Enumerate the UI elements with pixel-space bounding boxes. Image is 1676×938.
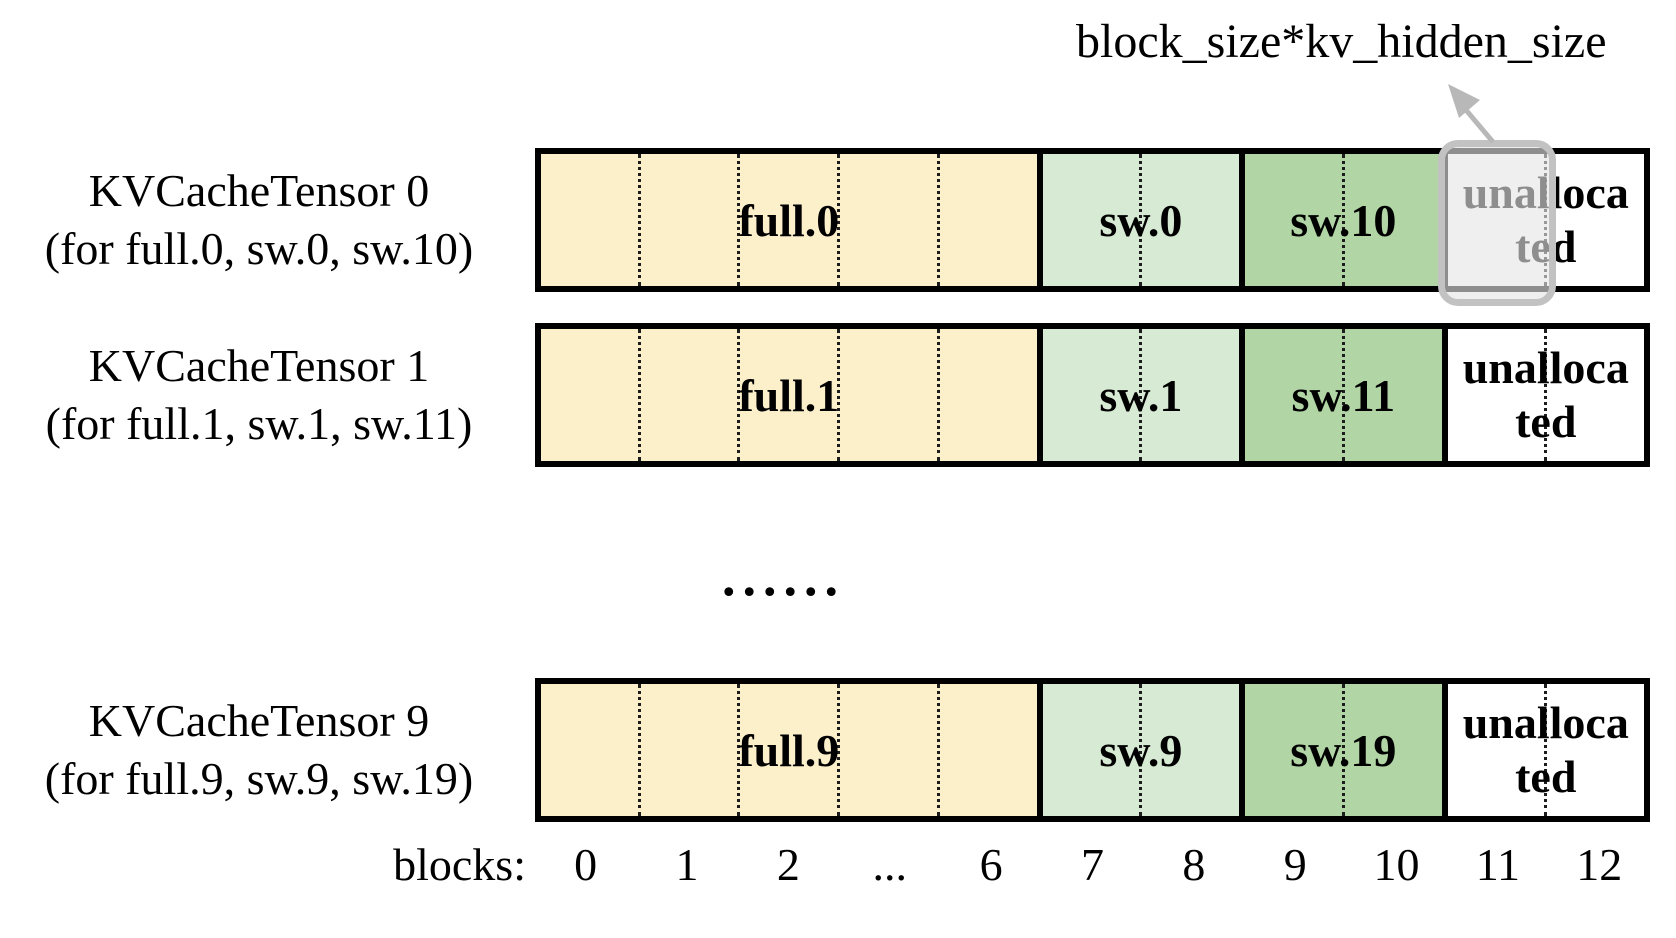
tensor-name: KVCacheTensor 0 — [88, 165, 430, 217]
axis-tick: 1 — [675, 839, 699, 890]
axis-tick: 10 — [1373, 839, 1420, 890]
block-cell — [637, 154, 738, 286]
block-cell — [637, 684, 738, 816]
block-cell — [936, 154, 1037, 286]
rows-ellipsis: ...... — [722, 547, 845, 607]
block-cell — [1544, 329, 1644, 461]
block-cell — [936, 329, 1037, 461]
kv-cache-bar-0: full.0sw.0sw.10unallocated — [535, 140, 1650, 306]
block-cell — [637, 329, 738, 461]
axis-tick: ... — [872, 839, 908, 890]
tensor-row-label: KVCacheTensor 1 (for full.1, sw.1, sw.11… — [18, 337, 500, 453]
segment-sw.11: sw.11 — [1239, 329, 1442, 461]
block-cell — [1245, 329, 1342, 461]
tensor-row-9: KVCacheTensor 9 (for full.9, sw.9, sw.19… — [0, 678, 1676, 822]
block-cell — [1139, 329, 1239, 461]
tensor-name: KVCacheTensor 1 — [88, 340, 430, 392]
block-cell — [1448, 684, 1545, 816]
block-cell — [837, 329, 937, 461]
block-cell — [737, 329, 837, 461]
highlight-box — [1438, 140, 1556, 306]
axis-tick: 6 — [979, 839, 1003, 890]
block-cell — [837, 154, 937, 286]
block-cell — [1245, 684, 1342, 816]
block-cell — [1341, 684, 1442, 816]
block-cell — [737, 684, 837, 816]
block-cell — [1043, 684, 1140, 816]
tensor-row-label: KVCacheTensor 0 (for full.0, sw.0, sw.10… — [18, 162, 500, 278]
block-cell — [1448, 329, 1545, 461]
block-size-annotation: block_size*kv_hidden_size — [1076, 15, 1607, 68]
tensor-row-1: KVCacheTensor 1 (for full.1, sw.1, sw.11… — [0, 323, 1676, 467]
block-cell — [1544, 154, 1644, 286]
segment-sw.9: sw.9 — [1036, 684, 1240, 816]
block-cell — [1043, 329, 1140, 461]
axis-tick: 9 — [1283, 839, 1307, 890]
segment-full.1: full.1 — [541, 329, 1037, 461]
axis-tick: 2 — [776, 839, 800, 890]
block-cell — [541, 684, 638, 816]
segment-sw.1: sw.1 — [1036, 329, 1240, 461]
axis-tick: 0 — [574, 839, 598, 890]
axis-tick: 11 — [1475, 839, 1521, 890]
block-cell — [1341, 154, 1442, 286]
segment-unallocated: unallocated — [1441, 329, 1644, 461]
segment-sw.19: sw.19 — [1239, 684, 1442, 816]
block-cell — [1544, 684, 1644, 816]
block-cell — [1139, 684, 1239, 816]
tensor-contents: (for full.1, sw.1, sw.11) — [45, 398, 473, 449]
block-cell — [1139, 154, 1239, 286]
segment-sw.0: sw.0 — [1036, 154, 1240, 286]
segment-full.9: full.9 — [541, 684, 1037, 816]
blocks-axis-label: blocks: — [393, 839, 526, 890]
segment-unallocated: unallocated — [1441, 684, 1644, 816]
axis-tick: 12 — [1576, 839, 1623, 890]
axis-tick: 7 — [1080, 839, 1104, 890]
block-cell — [1245, 154, 1342, 286]
tensor-contents: (for full.9, sw.9, sw.19) — [44, 753, 474, 804]
block-cell — [1341, 329, 1442, 461]
tensor-row-label: KVCacheTensor 9 (for full.9, sw.9, sw.19… — [18, 692, 500, 808]
block-cell — [541, 154, 638, 286]
tensor-name: KVCacheTensor 9 — [88, 695, 430, 747]
axis-tick: 8 — [1182, 839, 1206, 890]
block-cell — [837, 684, 937, 816]
block-cell — [1043, 154, 1140, 286]
block-cell — [541, 329, 638, 461]
segment-full.0: full.0 — [541, 154, 1037, 286]
block-cell — [737, 154, 837, 286]
segment-sw.10: sw.10 — [1239, 154, 1442, 286]
block-cell — [936, 684, 1037, 816]
tensor-row-0: KVCacheTensor 0 (for full.0, sw.0, sw.10… — [0, 140, 1676, 306]
tensor-contents: (for full.0, sw.0, sw.10) — [44, 223, 474, 274]
